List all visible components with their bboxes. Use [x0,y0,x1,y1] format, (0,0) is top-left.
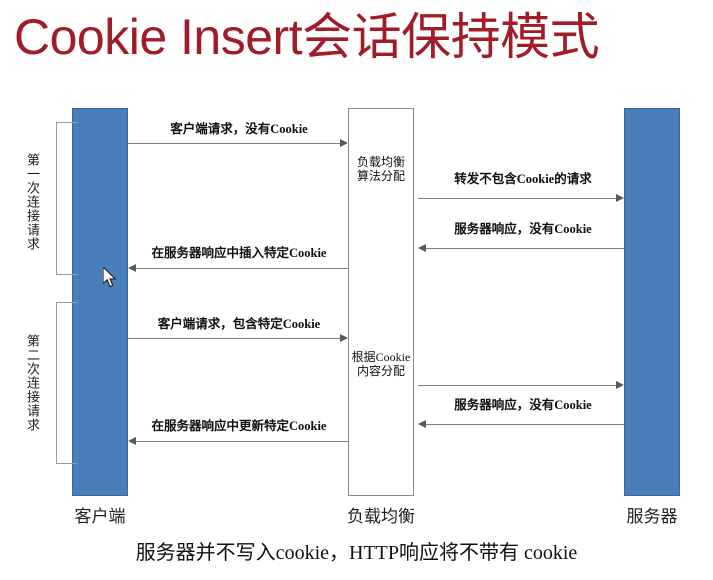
arrow-head-left-icon-m8 [128,436,136,445]
lb-step-2-line-1: 根据Cookie [351,350,411,364]
message-line-m8 [136,441,348,442]
arrow-head-left-icon-m3 [418,243,426,252]
lifeline-load-balancer [348,108,414,496]
message-line-m6 [418,385,616,386]
message-label-m8: 在服务器响应中更新特定Cookie [151,419,327,433]
arrow-head-right-icon-m2 [616,193,624,202]
arrow-head-right-icon-m5 [340,333,348,342]
group-label-first: 第一次连接请求 [25,153,40,251]
message-line-m2 [418,198,616,199]
message-line-m3 [426,248,624,249]
message-line-m7 [426,424,624,425]
message-label-m2: 转发不包含Cookie的请求 [454,172,592,186]
arrow-head-left-icon-m4 [128,263,136,272]
message-line-m4 [136,268,348,269]
arrow-head-left-icon-m7 [418,419,426,428]
message-label-m5: 客户端请求，包含特定Cookie [157,317,321,331]
lb-step-2: 根据Cookie 内容分配 [348,350,414,378]
lb-step-1-line-1: 负载均衡 [356,155,405,169]
group-bracket-second [56,302,78,464]
lb-step-1: 负载均衡 算法分配 [348,155,414,183]
group-bracket-first [56,122,78,275]
lane-caption-client: 客户端 [74,507,126,526]
message-line-m1 [128,143,340,144]
lifeline-client [72,108,128,496]
message-label-m3: 服务器响应，没有Cookie [454,222,592,236]
arrow-head-right-icon-m6 [616,380,624,389]
message-label-m4: 在服务器响应中插入特定Cookie [151,246,327,260]
message-label-m1: 客户端请求，没有Cookie [170,122,308,136]
message-line-m5 [128,338,340,339]
footer-note: 服务器并不写入cookie，HTTP响应将不带有 cookie [135,542,578,564]
group-label-second: 第二次连接请求 [25,334,40,432]
lb-step-1-line-2: 算法分配 [356,169,405,183]
lane-caption-server: 服务器 [626,507,678,526]
message-label-m7: 服务器响应，没有Cookie [454,398,592,412]
arrow-head-right-icon-m1 [340,138,348,147]
lb-step-2-line-2: 内容分配 [356,364,405,378]
page-title: Cookie Insert会话保持模式 [14,9,600,65]
lane-caption-load-balancer: 负载均衡 [347,507,415,526]
lifeline-server [624,108,680,496]
